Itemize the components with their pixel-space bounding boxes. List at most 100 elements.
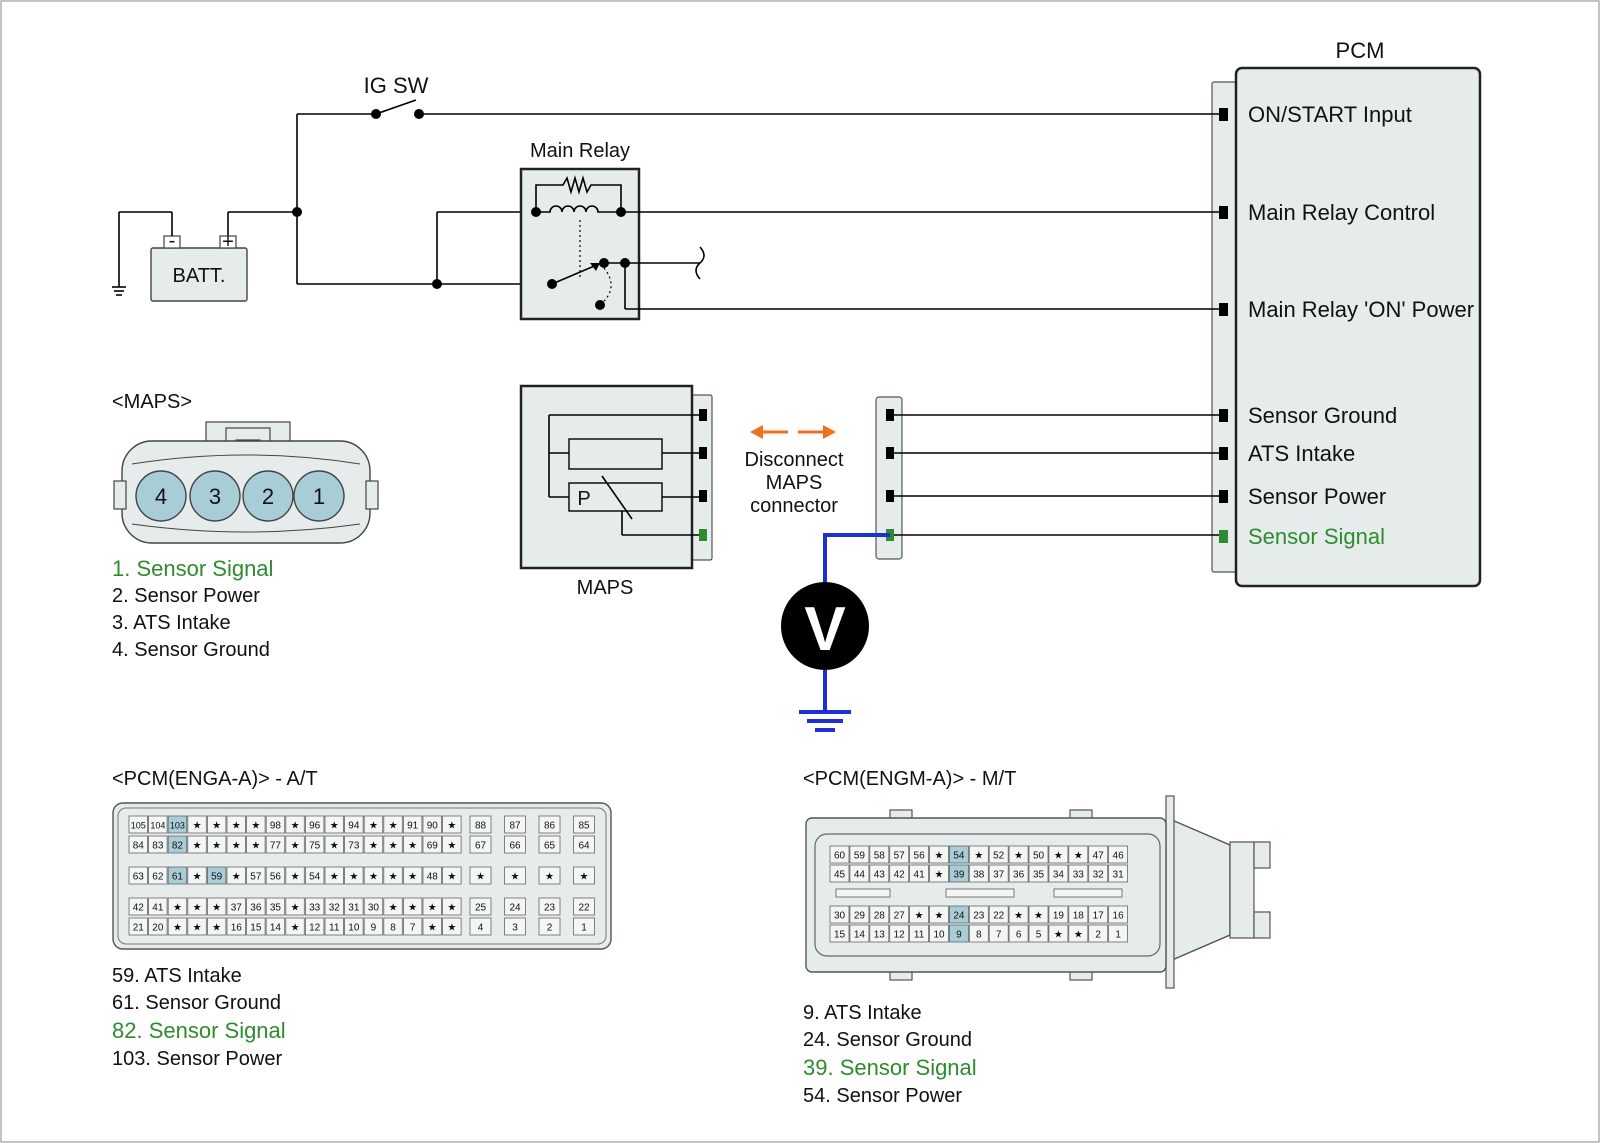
pin-label: 27 bbox=[894, 911, 906, 922]
pin-cell bbox=[949, 845, 969, 864]
pin-label: ★ bbox=[251, 841, 260, 852]
pin-cell bbox=[1028, 924, 1049, 943]
pin-label: ★ bbox=[389, 821, 398, 832]
pin-cell bbox=[344, 897, 364, 916]
pin-label: ★ bbox=[212, 903, 221, 914]
battery-ground-icon bbox=[112, 286, 126, 296]
pin-label: 47 bbox=[1093, 851, 1105, 862]
pin-label: 36 bbox=[1013, 870, 1025, 881]
pin-label: ★ bbox=[330, 821, 339, 832]
pin-label: 30 bbox=[368, 903, 380, 914]
pin-label: ★ bbox=[291, 903, 300, 914]
pin-label: 16 bbox=[1113, 911, 1125, 922]
pin-label: 29 bbox=[854, 911, 866, 922]
pin-cell bbox=[988, 864, 1009, 883]
pin-cell bbox=[363, 835, 384, 854]
maps-sensor: P MAPS bbox=[519, 384, 713, 599]
pin-cell bbox=[909, 845, 929, 864]
pin-label: 9 bbox=[371, 923, 377, 934]
pin-cell bbox=[324, 815, 344, 834]
pin-cell bbox=[402, 815, 423, 834]
pin-cell bbox=[442, 835, 462, 854]
voltmeter-label: V bbox=[804, 595, 845, 664]
pin-label: ★ bbox=[915, 911, 924, 922]
pin-label: ★ bbox=[935, 870, 944, 881]
maps-pin-4: 4 bbox=[155, 484, 167, 509]
pin-cell bbox=[265, 835, 286, 854]
pcm-pin-main-relay-control: Main Relay Control bbox=[1248, 200, 1435, 225]
pin-label: ★ bbox=[447, 872, 456, 883]
pin-cell bbox=[1108, 905, 1128, 924]
maps-pin-2: 2 bbox=[262, 484, 274, 509]
pin-label: 44 bbox=[854, 870, 866, 881]
pin-cell bbox=[1048, 864, 1069, 883]
pin-cell bbox=[889, 905, 910, 924]
pin-cell bbox=[363, 815, 384, 834]
pin-cell bbox=[538, 815, 561, 834]
pin-cell bbox=[187, 897, 207, 916]
pin-label: 11 bbox=[329, 923, 340, 934]
pin-cell bbox=[849, 905, 870, 924]
pin-label: 52 bbox=[993, 851, 1005, 862]
battery-minus-label: - bbox=[169, 230, 176, 252]
pin-cell bbox=[285, 917, 305, 936]
pin-label: 18 bbox=[1073, 911, 1085, 922]
pin-cell bbox=[829, 905, 850, 924]
pin-label: ★ bbox=[291, 923, 300, 934]
pin-label: 15 bbox=[250, 923, 262, 934]
pin-label: ★ bbox=[1054, 851, 1063, 862]
pin-cell bbox=[929, 845, 949, 864]
pin-label: ★ bbox=[1034, 911, 1043, 922]
pin-label: 38 bbox=[973, 870, 985, 881]
pin-cell bbox=[246, 835, 266, 854]
pin-cell bbox=[128, 835, 148, 854]
pin-label: 10 bbox=[933, 930, 945, 941]
pin-cell bbox=[1048, 924, 1069, 943]
pin-cell bbox=[344, 917, 364, 936]
pin-label: ★ bbox=[212, 821, 221, 832]
harness-connector bbox=[875, 396, 1219, 560]
engaa-title: <PCM(ENGA-A)> - A/T bbox=[112, 768, 318, 790]
pin-cell bbox=[167, 835, 188, 854]
disconnect-arrows-icon bbox=[750, 425, 836, 439]
pin-label: ★ bbox=[935, 911, 944, 922]
pin-label: 54 bbox=[953, 851, 965, 862]
pcm-pin-sensor-ground: Sensor Ground bbox=[1248, 403, 1397, 428]
pin-cell bbox=[304, 917, 325, 936]
pin-cell bbox=[573, 917, 595, 936]
pin-cell bbox=[929, 864, 949, 883]
engma-legend-2: 24. Sensor Ground bbox=[803, 1029, 972, 1051]
pin-label: 37 bbox=[231, 903, 243, 914]
pin-cell bbox=[402, 897, 423, 916]
pcm-pin-sensor-power: Sensor Power bbox=[1248, 484, 1386, 509]
disconnect-line-2: MAPS bbox=[766, 472, 823, 494]
pin-cell bbox=[383, 815, 403, 834]
pin-cell bbox=[206, 897, 227, 916]
pin-cell bbox=[344, 866, 364, 885]
engaa-legend-3: 82. Sensor Signal bbox=[112, 1018, 286, 1043]
pin-label: 85 bbox=[578, 821, 590, 832]
pin-cell bbox=[344, 835, 364, 854]
engaa-legend-1: 59. ATS Intake bbox=[112, 965, 242, 987]
pin-cell bbox=[968, 864, 989, 883]
pin-cell bbox=[402, 917, 423, 936]
pcm-pin-main-relay-on-power: Main Relay 'ON' Power bbox=[1248, 297, 1474, 322]
pin-cell bbox=[1008, 924, 1029, 943]
battery bbox=[150, 247, 248, 302]
pin-cell bbox=[1048, 905, 1069, 924]
pin-label: 32 bbox=[329, 903, 341, 914]
pin-cell bbox=[1008, 864, 1029, 883]
pin-cell bbox=[1008, 845, 1029, 864]
pin-label: ★ bbox=[389, 872, 398, 883]
pin-label: 96 bbox=[309, 821, 321, 832]
pin-cell bbox=[573, 815, 595, 834]
pin-cell bbox=[1108, 924, 1128, 943]
pin-label: ★ bbox=[1014, 911, 1023, 922]
pin-label: 9 bbox=[956, 930, 962, 941]
pin-label: 91 bbox=[407, 821, 419, 832]
pin-cell bbox=[869, 845, 890, 864]
pin-cell bbox=[849, 924, 870, 943]
pin-cell bbox=[167, 917, 188, 936]
pin-label: ★ bbox=[389, 841, 398, 852]
pin-cell bbox=[246, 866, 266, 885]
